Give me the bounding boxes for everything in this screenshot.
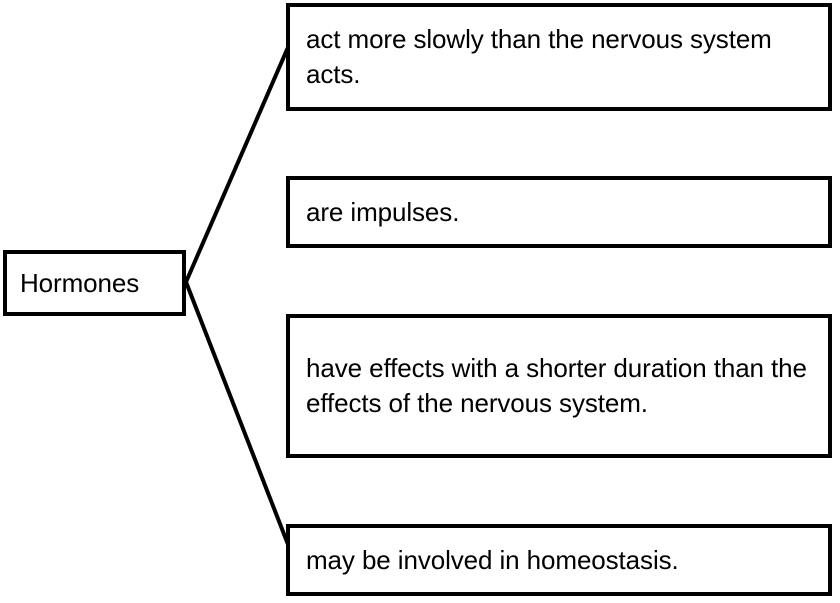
node-branch-0-label: act more slowly than the nervous system …	[306, 24, 772, 89]
connector-hormones-to-branch-0	[183, 42, 292, 285]
node-hormones-label: Hormones	[20, 267, 140, 298]
node-branch-2[interactable]: have effects with a shorter duration tha…	[286, 314, 832, 458]
node-branch-3[interactable]: may be involved in homeostasis.	[286, 524, 832, 596]
node-branch-3-label: may be involved in homeostasis.	[306, 544, 679, 575]
connector-hormones-to-branch-3	[183, 279, 292, 550]
node-branch-0[interactable]: act more slowly than the nervous system …	[286, 3, 832, 111]
node-hormones[interactable]: Hormones	[3, 250, 186, 316]
node-branch-1-label: are impulses.	[306, 196, 460, 227]
node-branch-2-label: have effects with a shorter duration tha…	[306, 353, 807, 418]
node-branch-1[interactable]: are impulses.	[286, 176, 832, 248]
